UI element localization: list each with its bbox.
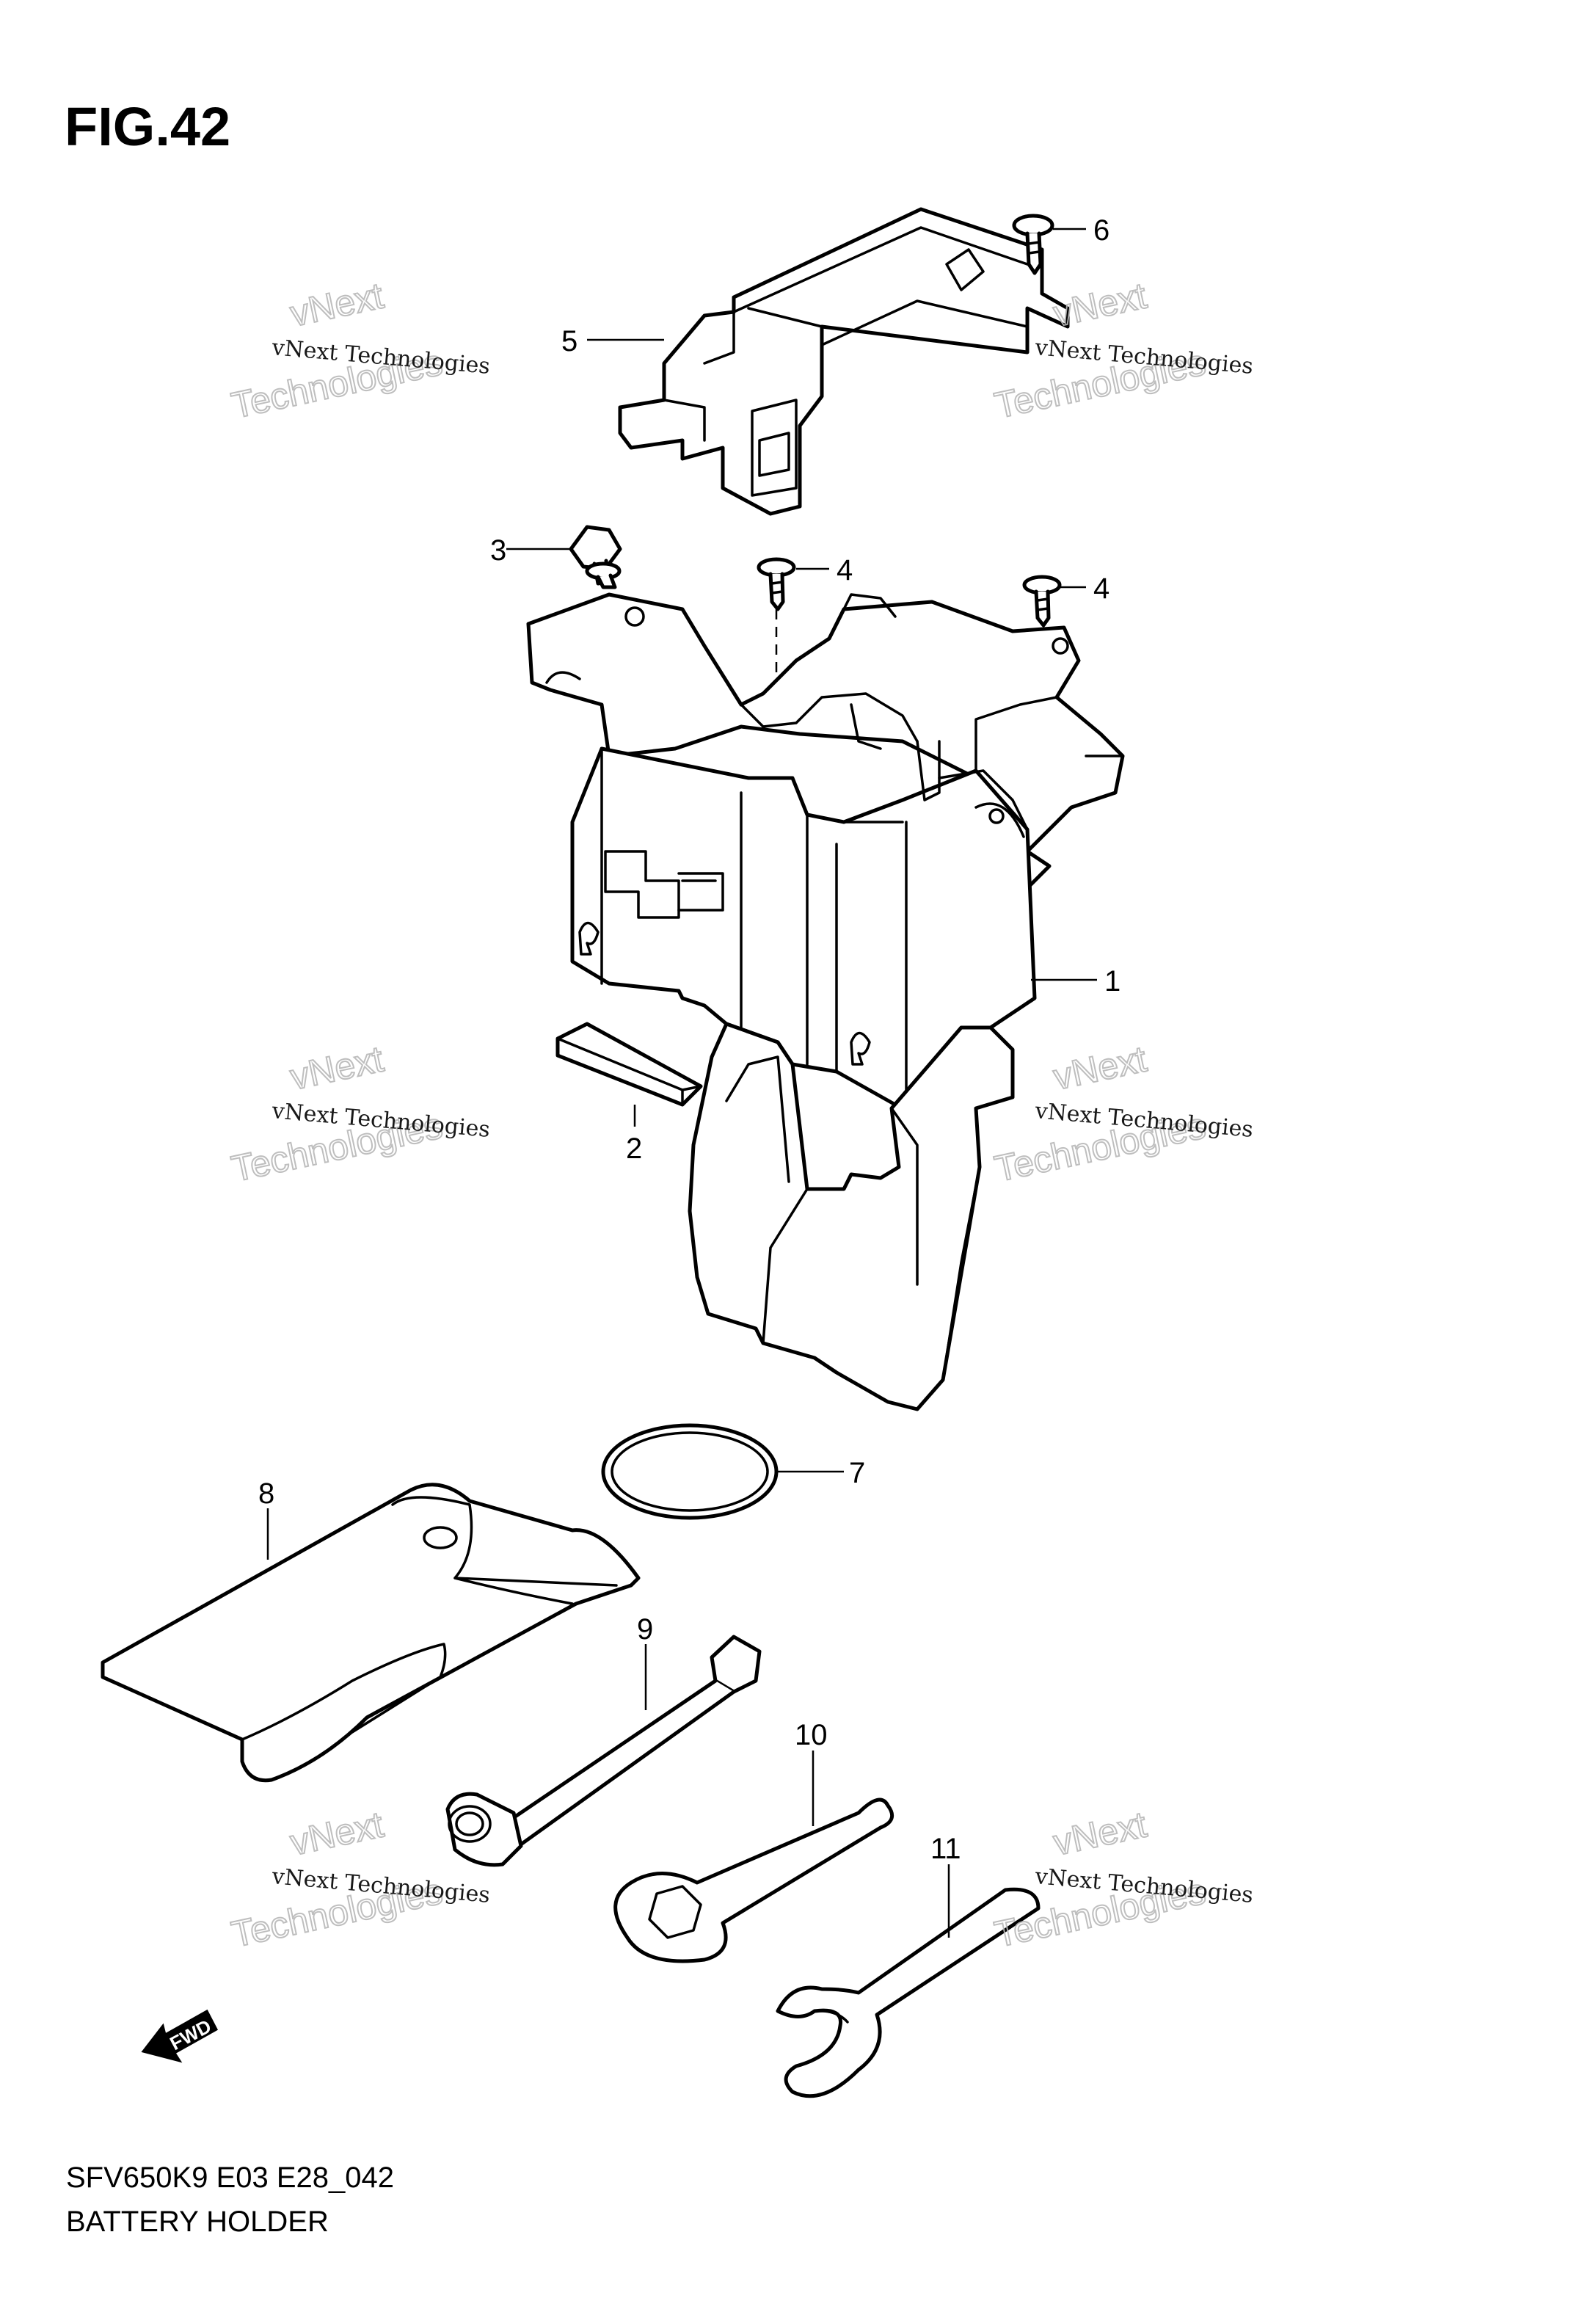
svg-text:vNext: vNext [1050, 1038, 1151, 1097]
fwd-arrow-icon: FWD [141, 2009, 219, 2063]
callout-1: 1 [1104, 965, 1121, 997]
part-5-bracket [618, 207, 1070, 516]
part-11-hook-spanner [776, 1887, 1041, 2098]
svg-text:vNext: vNext [287, 1038, 387, 1097]
part-4-screw-b [1022, 575, 1062, 628]
callout-11: 11 [930, 1833, 961, 1865]
figure-code: SFV650K9 E03 E28_042 [66, 2162, 394, 2194]
part-6-screw [1012, 214, 1054, 275]
watermark-mid-right: vNext Technologies vNext Technologies [991, 1037, 1255, 1190]
callout-2: 2 [626, 1133, 642, 1165]
callout-6: 6 [1093, 214, 1109, 247]
watermark-mid-left: vNext Technologies vNext Technologies [227, 1037, 492, 1190]
callout-10: 10 [795, 1719, 828, 1751]
callout-4a: 4 [837, 554, 853, 586]
callout-4b: 4 [1093, 572, 1109, 605]
callout-3: 3 [490, 534, 506, 567]
part-3-bolt [569, 525, 622, 589]
svg-text:vNext: vNext [287, 1803, 387, 1863]
watermark-top-left: vNext Technologies vNext Technologies [227, 274, 492, 426]
part-2-pad [555, 1022, 703, 1107]
callout-7: 7 [849, 1457, 865, 1489]
figure-title: FIG.42 [65, 96, 230, 157]
part-10-spanner [613, 1797, 894, 1963]
svg-text:vNext: vNext [1050, 275, 1151, 334]
part-8-tool-bag [101, 1483, 641, 1783]
callout-5: 5 [561, 325, 577, 357]
svg-text:vNext: vNext [287, 275, 387, 334]
part-1-battery-holder [526, 592, 1125, 1411]
watermark-bottom-right: vNext Technologies vNext Technologies [991, 1803, 1255, 1955]
svg-text:vNext: vNext [1050, 1803, 1151, 1863]
part-9-socket-wrench [445, 1635, 762, 1867]
callout-8: 8 [258, 1477, 274, 1510]
callout-9: 9 [637, 1613, 653, 1646]
callout-numbers: 1 2 3 4 4 5 6 7 8 9 10 11 [258, 214, 1121, 1865]
leader-lines [266, 228, 1097, 1938]
figure-name: BATTERY HOLDER [66, 2206, 329, 2238]
part-4-screw-a [757, 557, 796, 611]
part-7-band [601, 1423, 779, 1520]
